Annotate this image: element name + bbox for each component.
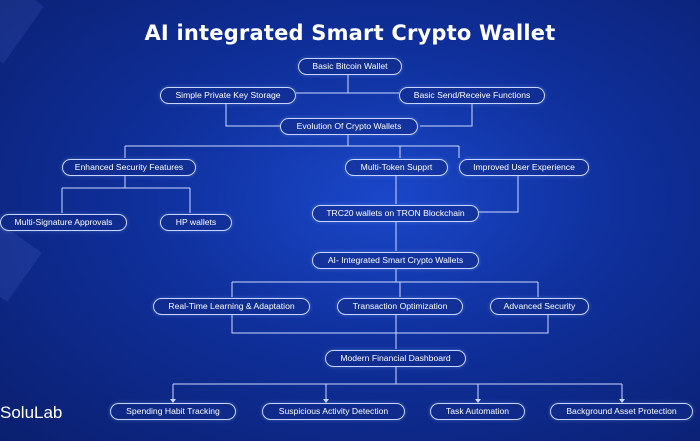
node-multi-token-support: Multi-Token Supprt	[345, 159, 448, 176]
node-modern-financial-dashboard: Modern Financial Dashboard	[325, 350, 466, 367]
node-task-automation: Task Automation	[430, 403, 525, 420]
node-suspicious-activity-detection: Suspicious Activity Detection	[262, 403, 405, 420]
node-basic-send-receive: Basic Send/Receive Functions	[399, 87, 545, 104]
node-basic-bitcoin-wallet: Basic Bitcoin Wallet	[298, 58, 402, 75]
node-trc20-wallets: TRC20 wallets on TRON Blockchain	[312, 205, 479, 222]
brand-logo-text: SoluLab	[0, 403, 63, 422]
page-title: AI integrated Smart Crypto Wallet	[144, 21, 556, 45]
node-multi-signature-approvals: Multi-Signature Approvals	[0, 214, 127, 231]
node-improved-user-experience: Improved User Experience	[459, 159, 589, 176]
node-ai-integrated-wallets: AI- Integrated Smart Crypto Wallets	[312, 252, 479, 269]
node-simple-private-key-storage: Simple Private Key Storage	[160, 87, 296, 104]
node-background-asset-protection: Background Asset Protection	[550, 403, 693, 420]
node-spending-habit-tracking: Spending Habit Tracking	[110, 403, 236, 420]
arrowheads	[170, 399, 625, 403]
node-real-time-learning: Real-Time Learning & Adaptation	[153, 298, 310, 315]
node-evolution-of-crypto-wallets: Evolution Of Crypto Wallets	[280, 118, 418, 135]
node-transaction-optimization: Transaction Optimization	[337, 298, 463, 315]
node-advanced-security: Advanced Security	[490, 298, 589, 315]
node-hp-wallets: HP wallets	[160, 214, 232, 231]
node-enhanced-security-features: Enhanced Security Features	[62, 159, 196, 176]
